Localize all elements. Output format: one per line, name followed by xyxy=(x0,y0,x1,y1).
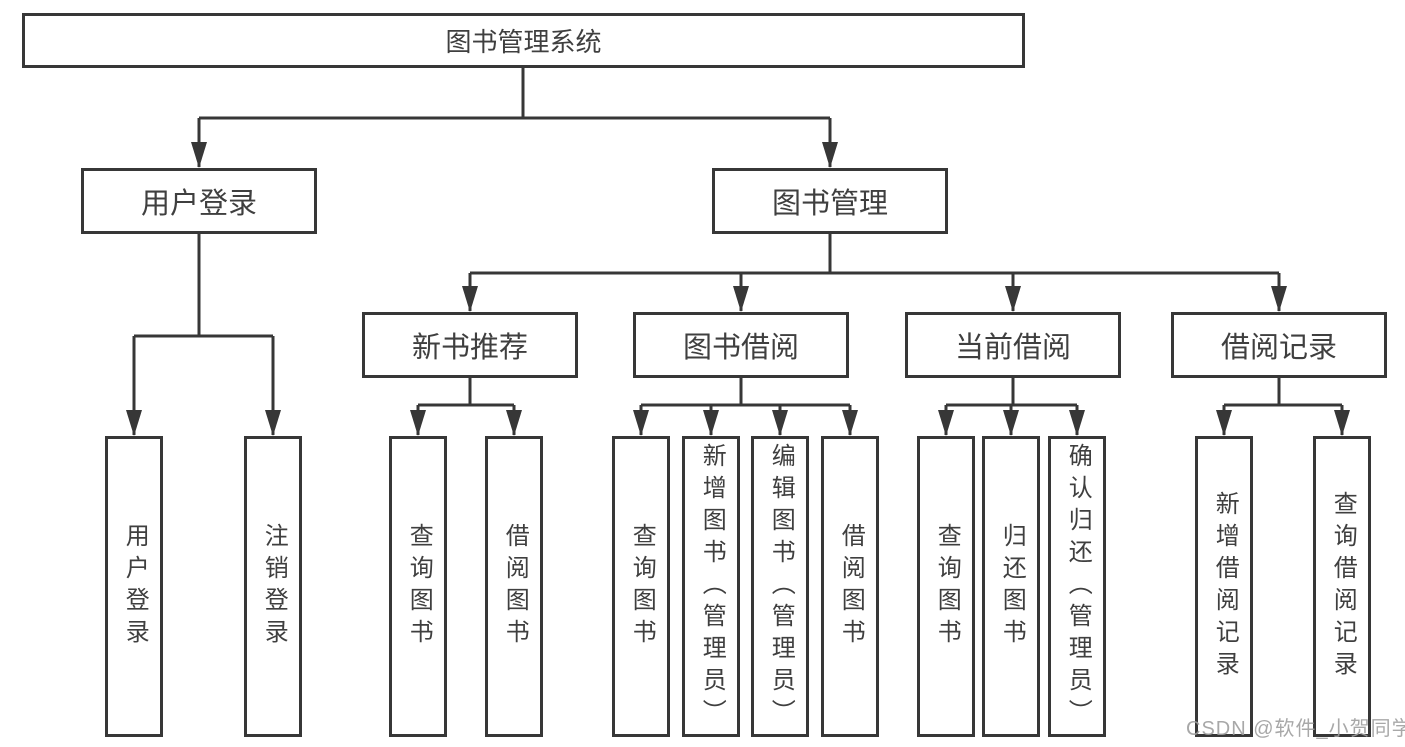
node-label: 查询借阅记录 xyxy=(1329,490,1357,683)
leaf-node-logout: 注销登录 xyxy=(244,436,302,737)
node-label: 图书借阅 xyxy=(682,332,799,364)
leaf-node-user-login: 用户登录 xyxy=(105,436,163,737)
root-node-library-system: 图书管理系统 xyxy=(22,13,1025,68)
leaf-node-return-books: 归还图书 xyxy=(982,436,1040,737)
leaf-node-add-books-admin: 新增图书（管理员） xyxy=(682,436,740,737)
node-label: 图书管理系统 xyxy=(445,27,602,57)
connector-arrows xyxy=(126,118,1350,436)
node-label: 查询图书 xyxy=(405,522,433,651)
section-node-book-borrowing: 图书借阅 xyxy=(633,312,849,378)
node-label: 新增图书（管理员） xyxy=(698,442,726,731)
leaf-node-borrow-books: 借阅图书 xyxy=(485,436,543,737)
branch-node-user-login: 用户登录 xyxy=(81,168,317,234)
node-label: 注销登录 xyxy=(260,522,288,651)
leaf-node-query-books: 查询图书 xyxy=(917,436,975,737)
section-node-current-borrowing: 当前借阅 xyxy=(905,312,1121,378)
section-node-new-book-recommend: 新书推荐 xyxy=(362,312,578,378)
section-node-borrowing-records: 借阅记录 xyxy=(1171,312,1387,378)
node-label: 编辑图书（管理员） xyxy=(767,442,795,731)
leaf-node-edit-books-admin: 编辑图书（管理员） xyxy=(751,436,809,737)
leaf-node-add-borrow-record: 新增借阅记录 xyxy=(1195,436,1253,737)
leaf-node-confirm-return-admin: 确认归还（管理员） xyxy=(1048,436,1106,737)
node-label: 查询图书 xyxy=(628,522,656,651)
node-label: 新增借阅记录 xyxy=(1211,490,1239,683)
leaf-node-query-borrow-record: 查询借阅记录 xyxy=(1313,436,1371,737)
node-label: 新书推荐 xyxy=(411,332,528,364)
node-label: 借阅图书 xyxy=(501,522,529,651)
node-label: 用户登录 xyxy=(140,188,257,220)
node-label: 确认归还（管理员） xyxy=(1064,442,1092,731)
node-label: 用户登录 xyxy=(121,522,149,651)
node-label: 查询图书 xyxy=(933,522,961,651)
leaf-node-query-books: 查询图书 xyxy=(612,436,670,737)
node-label: 当前借阅 xyxy=(954,332,1071,364)
leaf-node-query-books: 查询图书 xyxy=(389,436,447,737)
node-label: 归还图书 xyxy=(998,522,1026,651)
csdn-watermark: CSDN @软件_小贺同学 xyxy=(1186,718,1405,740)
branch-node-book-management: 图书管理 xyxy=(712,168,948,234)
node-label: 图书管理 xyxy=(771,188,888,220)
leaf-node-borrow-books: 借阅图书 xyxy=(821,436,879,737)
node-label: 借阅图书 xyxy=(837,522,865,651)
node-label: 借阅记录 xyxy=(1220,332,1337,364)
